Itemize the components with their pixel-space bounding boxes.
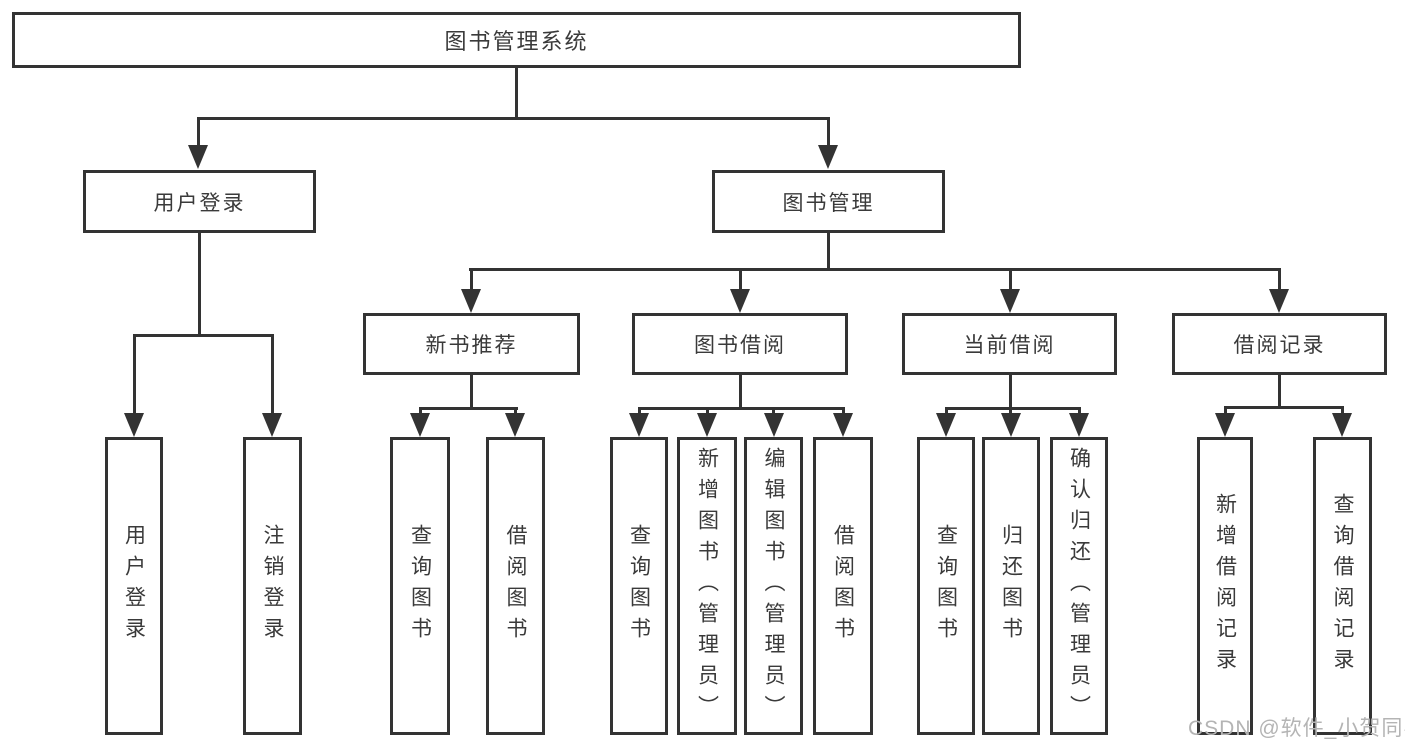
connector-vline (1224, 408, 1227, 416)
arrow-down-icon (505, 413, 525, 437)
arrow-down-icon (461, 289, 481, 313)
leaf-query-borrow-record: 查询借阅记录 (1313, 437, 1372, 735)
connector-vline (1341, 408, 1344, 416)
leaf-return-books: 归还图书 (982, 437, 1040, 735)
connector-hline (469, 268, 1281, 271)
node-new-book-recommendation: 新书推荐 (363, 313, 580, 375)
connector-hline (638, 407, 845, 410)
connector-hline (1224, 406, 1344, 409)
connector-vline (1278, 270, 1281, 291)
node-label: 图书管理 (782, 191, 875, 215)
connector-vline (1009, 374, 1012, 410)
connector-vline (827, 231, 830, 271)
node-label: 当前借阅 (963, 334, 1056, 357)
csdn-watermark: CSDN @软件_小贺同学 (1188, 717, 1405, 740)
connector-vline (133, 336, 136, 415)
connector-vline (1009, 409, 1012, 416)
arrow-down-icon (936, 413, 956, 437)
leaf-label: 查询图书 (934, 524, 958, 648)
leaf-label: 查询图书 (627, 524, 651, 648)
connector-vline (827, 119, 830, 149)
node-label: 新书推荐 (425, 334, 518, 357)
leaf-label: 用户登录 (122, 524, 146, 648)
arrow-down-icon (730, 289, 750, 313)
arrow-down-icon (124, 413, 144, 437)
arrow-down-icon (1215, 413, 1235, 437)
arrow-down-icon (833, 413, 853, 437)
leaf-confirm-return-admin: 确认归还（管理员） (1050, 437, 1108, 735)
connector-vline (739, 374, 742, 410)
leaf-query-books-recommend: 查询图书 (390, 437, 450, 735)
leaf-logout-login: 注销登录 (243, 437, 302, 735)
node-label: 图书借阅 (694, 334, 786, 357)
connector-vline (1009, 270, 1012, 291)
node-book-borrowing: 图书借阅 (632, 313, 848, 375)
arrow-down-icon (1001, 413, 1021, 437)
arrow-down-icon (629, 413, 649, 437)
connector-hline (197, 117, 830, 120)
connector-hline (945, 407, 1081, 410)
leaf-label: 确认归还（管理员） (1067, 446, 1091, 726)
connector-vline (197, 119, 200, 149)
connector-vline (739, 270, 742, 291)
leaf-add-borrow-record: 新增借阅记录 (1197, 437, 1253, 735)
connector-vline (470, 270, 473, 291)
connector-vline (271, 336, 274, 415)
node-current-borrowing: 当前借阅 (902, 313, 1117, 375)
connector-vline (1078, 409, 1081, 416)
leaf-label: 查询图书 (408, 524, 432, 648)
arrow-down-icon (818, 145, 838, 169)
leaf-borrow-books-recommend: 借阅图书 (486, 437, 545, 735)
node-user-login: 用户登录 (83, 170, 316, 233)
connector-vline (514, 409, 517, 416)
leaf-label: 新增图书（管理员） (695, 446, 719, 726)
leaf-edit-books-admin: 编辑图书（管理员） (744, 437, 803, 735)
arrow-down-icon (1000, 289, 1020, 313)
arrow-down-icon (1069, 413, 1089, 437)
leaf-label: 注销登录 (261, 524, 284, 648)
arrow-down-icon (188, 145, 208, 169)
connector-hline (419, 407, 518, 410)
connector-vline (772, 409, 775, 416)
connector-vline (706, 409, 709, 416)
node-label: 借阅记录 (1233, 334, 1326, 357)
arrow-down-icon (697, 413, 717, 437)
leaf-query-books-borrowing: 查询图书 (610, 437, 668, 735)
node-book-management: 图书管理 (712, 170, 945, 233)
arrow-down-icon (1332, 413, 1352, 437)
node-label: 图书管理系统 (444, 29, 589, 54)
arrow-down-icon (262, 413, 282, 437)
leaf-user-login: 用户登录 (105, 437, 163, 735)
leaf-query-books-current: 查询图书 (917, 437, 975, 735)
leaf-label: 归还图书 (999, 524, 1023, 648)
leaf-borrow-books-borrowing: 借阅图书 (813, 437, 873, 735)
leaf-label: 借阅图书 (504, 524, 527, 648)
connector-vline (515, 67, 518, 119)
arrow-down-icon (1269, 289, 1289, 313)
leaf-label: 借阅图书 (831, 524, 855, 648)
connector-vline (419, 409, 422, 416)
connector-vline (842, 409, 845, 416)
node-borrowing-records: 借阅记录 (1172, 313, 1387, 375)
connector-vline (198, 232, 201, 336)
connector-hline (133, 334, 274, 337)
node-label: 用户登录 (153, 191, 246, 215)
node-library-management-system: 图书管理系统 (12, 12, 1021, 68)
connector-vline (945, 409, 948, 416)
leaf-add-books-admin: 新增图书（管理员） (677, 437, 737, 735)
leaf-label: 编辑图书（管理员） (762, 446, 785, 726)
arrow-down-icon (764, 413, 784, 437)
leaf-label: 新增借阅记录 (1213, 493, 1237, 679)
leaf-label: 查询借阅记录 (1331, 493, 1354, 679)
connector-vline (470, 374, 473, 410)
connector-vline (1278, 374, 1281, 409)
connector-vline (638, 409, 641, 416)
arrow-down-icon (410, 413, 430, 437)
